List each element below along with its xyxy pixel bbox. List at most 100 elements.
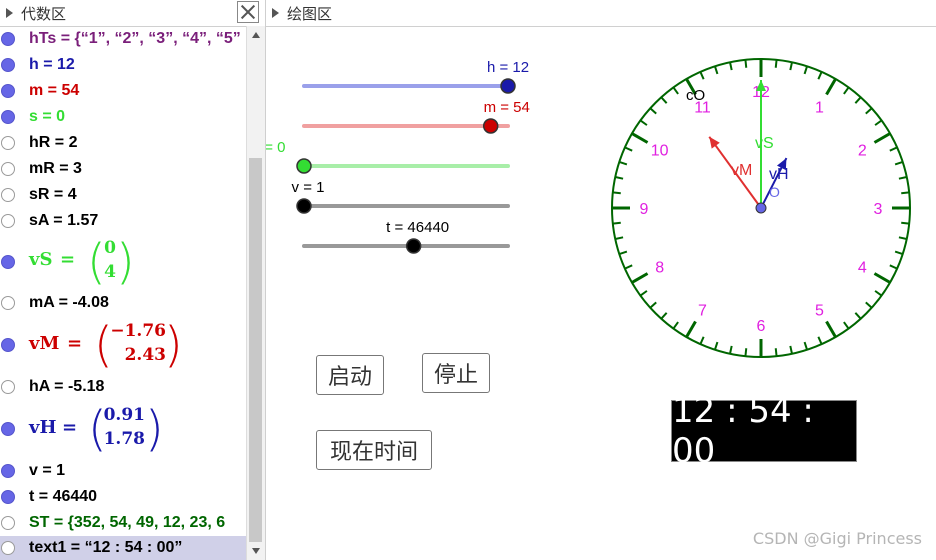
stop-button[interactable]: 停止: [422, 353, 490, 393]
algebra-row-mR[interactable]: mR = 3: [0, 158, 246, 180]
visibility-toggle[interactable]: [1, 490, 15, 504]
scroll-thumb[interactable]: [249, 158, 262, 542]
minute-tick: [898, 236, 907, 240]
minute-tick: [854, 312, 862, 320]
minute-tick: [817, 71, 823, 80]
visibility-toggle[interactable]: [1, 84, 15, 98]
clock-number: 2: [858, 143, 867, 160]
visibility-toggle[interactable]: [1, 541, 15, 555]
vector-paren-right: ): [164, 317, 183, 373]
algebra-row-t[interactable]: t = 46440: [0, 486, 246, 508]
vector-x: 0: [104, 238, 116, 258]
minute-tick: [624, 264, 633, 270]
visibility-toggle[interactable]: [1, 516, 15, 530]
algebra-row-text: mR = 3: [29, 160, 82, 177]
slider-label: h = 12: [487, 59, 529, 76]
hour-hand: vH: [760, 157, 789, 209]
minute-tick: [612, 191, 621, 195]
scroll-up-icon[interactable]: [252, 32, 260, 38]
second-hand-head: [756, 80, 766, 91]
hour-tick: [631, 272, 649, 284]
algebra-row-hTs[interactable]: hTs = {“1”, “2”, “3”, “4”, “5”: [0, 28, 246, 50]
start-button[interactable]: 启动: [316, 355, 384, 395]
close-icon[interactable]: [237, 1, 259, 23]
visibility-toggle[interactable]: [1, 380, 15, 394]
minute-tick: [889, 264, 898, 270]
algebra-row-text: h = 12: [29, 56, 75, 73]
visibility-toggle[interactable]: [1, 214, 15, 228]
visibility-toggle[interactable]: [1, 296, 15, 310]
visibility-toggle[interactable]: [1, 136, 15, 150]
clock-number: 7: [698, 302, 707, 319]
visibility-toggle[interactable]: [1, 162, 15, 176]
algebra-row-ST[interactable]: ST = {352, 54, 49, 12, 23, 6: [0, 512, 246, 534]
algebra-row-text1[interactable]: text1 = “12 : 54 : 00”: [0, 536, 246, 560]
minute-tick: [699, 336, 705, 345]
algebra-row-vH[interactable]: vH = ( 0.91 1.78 ): [0, 400, 246, 458]
visibility-toggle[interactable]: [1, 58, 15, 72]
slider-1[interactable]: m = 54: [302, 99, 530, 134]
algebra-scrollbar[interactable]: [246, 26, 265, 560]
minute-hand-label: vM: [731, 162, 752, 179]
algebra-row-v[interactable]: v = 1: [0, 460, 246, 482]
algebra-row-vM[interactable]: vM = ( −1.76 2.43 ): [0, 316, 246, 374]
minute-tick: [843, 321, 850, 330]
visibility-toggle[interactable]: [1, 110, 15, 124]
slider-0[interactable]: h = 12: [302, 59, 529, 94]
slider-knob[interactable]: [296, 198, 312, 214]
slider-knob[interactable]: [482, 118, 499, 134]
slider-knob[interactable]: [405, 238, 422, 254]
visibility-toggle[interactable]: [1, 422, 15, 436]
algebra-row-hA[interactable]: hA = -5.18: [0, 376, 246, 398]
minute-tick: [729, 62, 733, 71]
collapse-triangle-icon[interactable]: [272, 8, 279, 18]
slider-knob[interactable]: [500, 78, 516, 94]
minute-tick: [660, 96, 668, 104]
slider-4[interactable]: t = 46440: [302, 219, 510, 254]
algebra-list: hTs = {“1”, “2”, “3”, “4”, “5” h = 12 m …: [0, 26, 246, 560]
algebra-row-mA[interactable]: mA = -4.08: [0, 292, 246, 314]
algebra-row-s[interactable]: s = 0: [0, 106, 246, 128]
algebra-row-text: sR = 4: [29, 186, 77, 203]
clock-center-point: [755, 202, 767, 214]
minute-tick: [874, 290, 883, 297]
hour-tick: [873, 272, 891, 284]
algebra-row-hR[interactable]: hR = 2: [0, 132, 246, 154]
visibility-toggle[interactable]: [1, 255, 15, 269]
algebra-row-vS[interactable]: vS = ( 0 4 ): [0, 232, 246, 292]
visibility-toggle[interactable]: [1, 32, 15, 46]
algebra-row-sR[interactable]: sR = 4: [0, 184, 246, 206]
slider-3[interactable]: v = 1: [292, 179, 510, 214]
visibility-toggle[interactable]: [1, 338, 15, 352]
visibility-toggle[interactable]: [1, 188, 15, 202]
clock-number: 10: [651, 143, 669, 160]
minute-tick: [612, 221, 621, 225]
algebra-row-m[interactable]: m = 54: [0, 80, 246, 102]
clock-number: 4: [858, 260, 867, 277]
minute-tick: [843, 86, 850, 95]
slider-2[interactable]: s = 0: [266, 139, 510, 174]
graphics-canvas[interactable]: h = 12m = 54s = 0v = 1t = 46440 12123456…: [266, 0, 936, 560]
algebra-row-text: t = 46440: [29, 488, 98, 505]
algebra-row-sA[interactable]: sA = 1.57: [0, 210, 246, 232]
collapse-triangle-icon[interactable]: [6, 8, 13, 18]
current-time-button[interactable]: 现在时间: [316, 430, 432, 470]
minute-tick: [744, 348, 748, 357]
algebra-row-text: hA = -5.18: [29, 378, 105, 395]
scroll-down-icon[interactable]: [252, 548, 260, 554]
visibility-toggle[interactable]: [1, 464, 15, 478]
minute-hand-shaft: [708, 136, 762, 209]
minute-tick: [649, 301, 657, 309]
minute-hand: vM: [708, 136, 762, 209]
minute-hand-head: [709, 136, 720, 149]
hour-tick: [825, 78, 837, 96]
minute-tick: [803, 65, 808, 75]
minute-tick: [615, 176, 624, 180]
minute-tick: [874, 119, 883, 126]
graphics-panel[interactable]: 绘图区 h = 12m = 54s = 0v = 1t = 46440 1212…: [266, 0, 936, 560]
slider-knob[interactable]: [296, 158, 312, 174]
algebra-row-h[interactable]: h = 12: [0, 54, 246, 76]
minute-tick: [639, 119, 648, 126]
vector-name: vS: [29, 249, 53, 270]
